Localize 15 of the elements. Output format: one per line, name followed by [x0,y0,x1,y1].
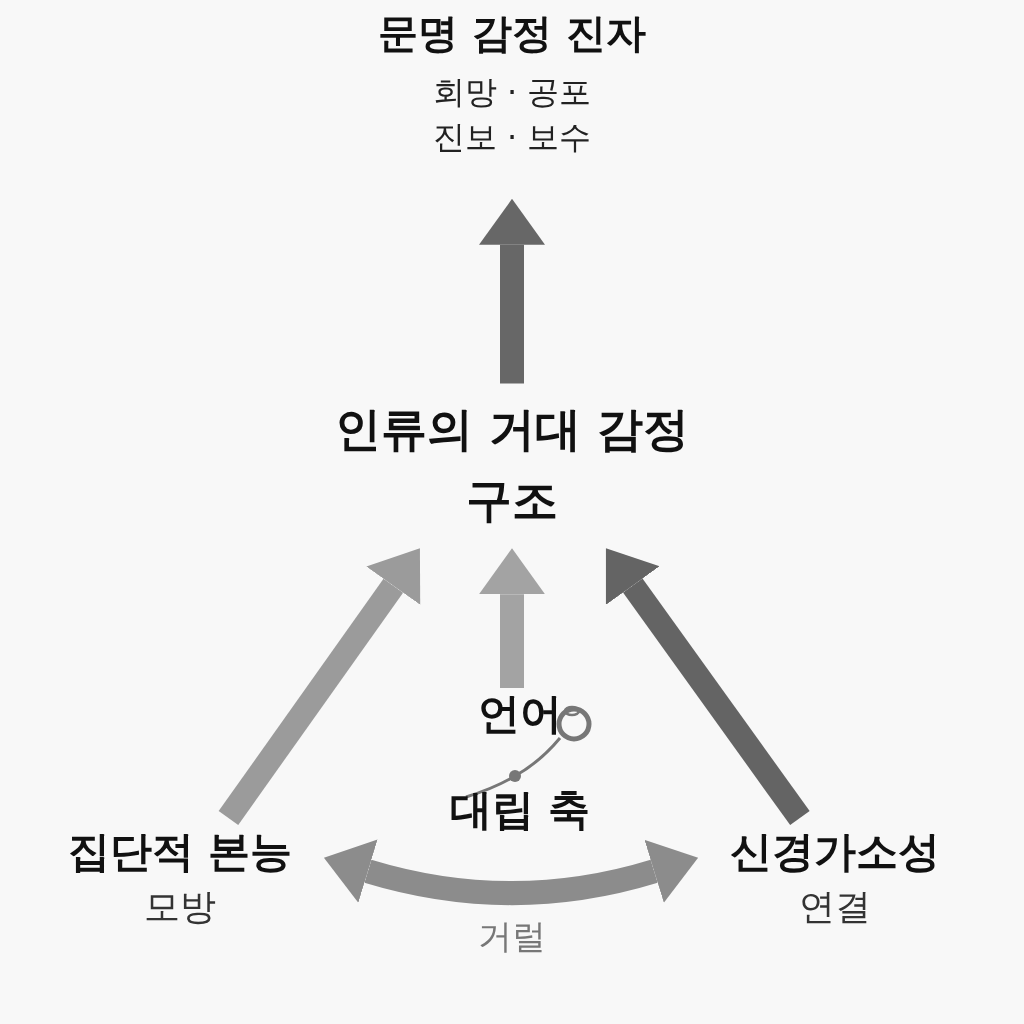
arrow [479,198,545,384]
heading-text: 신경가소성 [730,828,940,877]
arrow [605,548,810,826]
heading-text: 문명 감정 진자 [378,10,646,56]
heading-text: 언어 [478,690,562,739]
arrow [323,839,699,906]
subtitle-text: 진보 · 보수 [432,118,592,156]
subtitle-text: 연결 [799,886,871,928]
subtitle-text: 모방 [144,886,216,928]
subtitle-text: 대립 축 [449,786,591,835]
arrow [479,548,545,688]
arrow [218,548,421,825]
heading-text: 집단적 본능 [67,828,293,877]
subtitle-text: 회망 · 공포 [432,74,592,111]
heading-text: 인류의 거대 감정구조 [330,385,694,545]
